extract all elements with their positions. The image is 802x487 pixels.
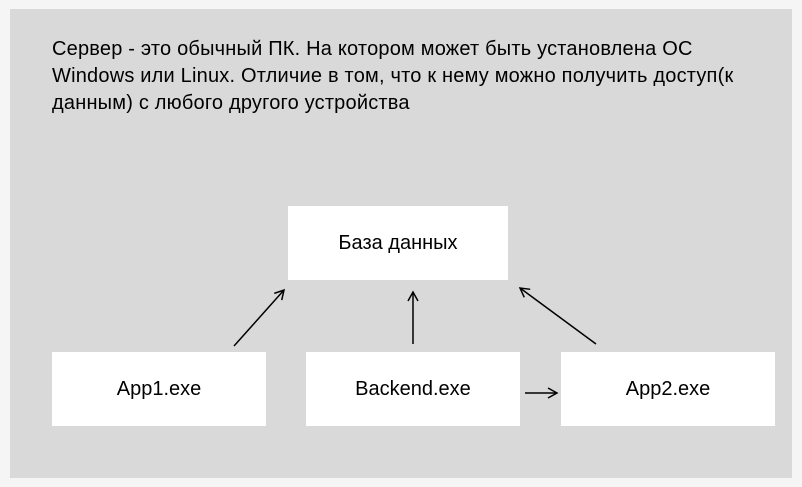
node-backend-label: Backend.exe xyxy=(355,377,471,400)
node-database-label: База данных xyxy=(338,231,458,254)
node-app2-label: App2.exe xyxy=(625,377,711,400)
node-database: База данных xyxy=(288,206,508,280)
node-backend: Backend.exe xyxy=(306,352,520,426)
arrow-app1-to-database xyxy=(233,288,286,347)
server-description: Сервер - это обычный ПК. На котором може… xyxy=(52,38,734,114)
node-app1: App1.exe xyxy=(52,352,266,426)
node-app1-label: App1.exe xyxy=(116,377,202,400)
node-app2: App2.exe xyxy=(561,352,775,426)
arrow-app2-to-database xyxy=(518,287,597,345)
